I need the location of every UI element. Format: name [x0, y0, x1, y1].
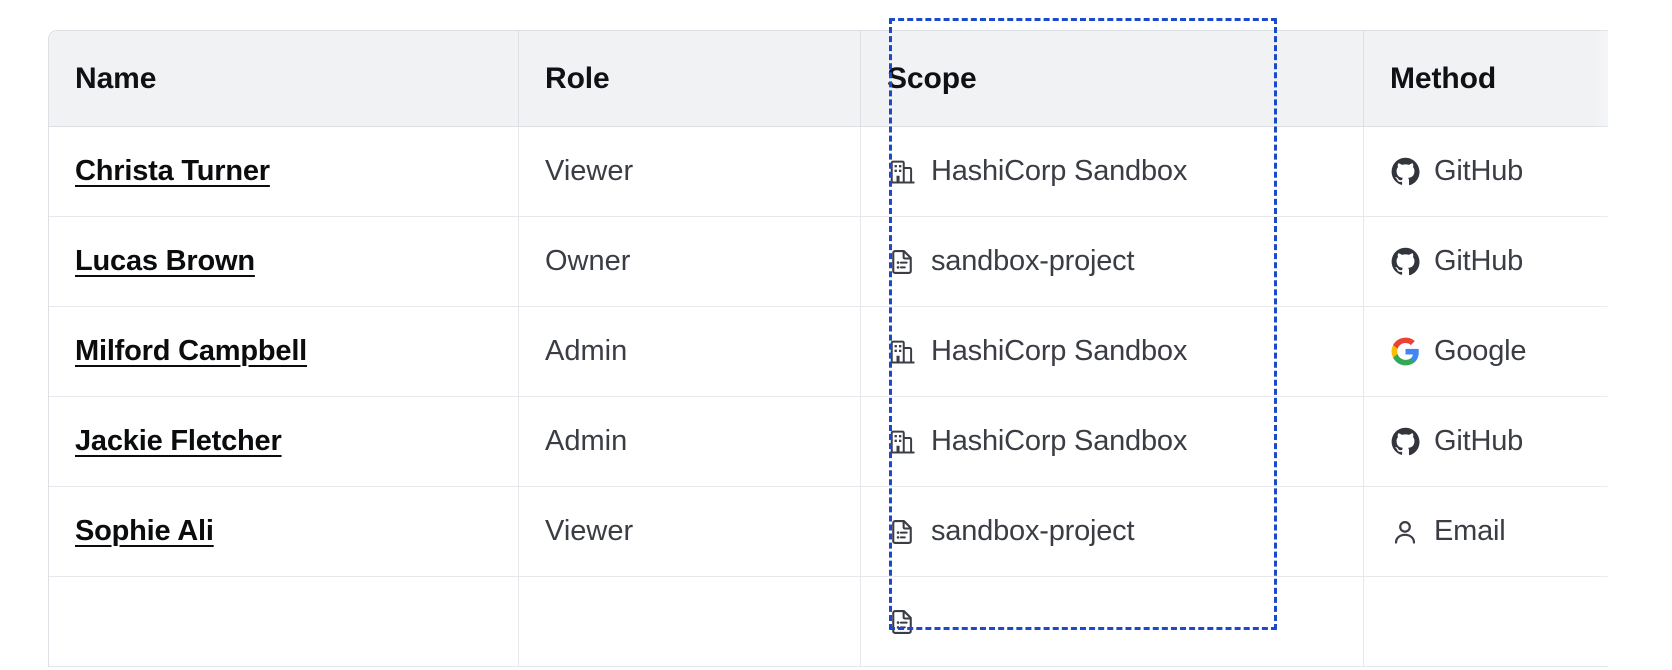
project-document-icon: [887, 517, 917, 547]
method-icon: [1390, 607, 1420, 637]
column-header-scope[interactable]: Scope: [861, 31, 1364, 127]
cell-method: Email: [1364, 487, 1608, 577]
column-header-name[interactable]: Name: [49, 31, 519, 127]
table-row[interactable]: Jackie Fletcher Admin HashiCorp Sandbox Git…: [49, 397, 1608, 487]
scope-label: sandbox-project: [931, 515, 1135, 547]
scope-label: HashiCorp Sandbox: [931, 335, 1188, 367]
cell-method: [1364, 577, 1608, 667]
project-document-icon: [887, 607, 917, 637]
person-name-link[interactable]: Christa Turner: [75, 155, 270, 187]
google-icon: [1390, 337, 1420, 367]
cell-role: Viewer: [519, 487, 861, 577]
cell-name: Milford Campbell: [49, 307, 519, 397]
method-label: GitHub: [1434, 245, 1524, 277]
person-name-link[interactable]: Sophie Ali: [75, 515, 214, 547]
github-icon: [1390, 247, 1420, 277]
method-value: GitHub: [1390, 155, 1608, 188]
github-icon: [1390, 157, 1420, 187]
cell-role: Admin: [519, 307, 861, 397]
cell-method: GitHub: [1364, 217, 1608, 307]
github-icon: [1390, 427, 1420, 457]
method-value: GitHub: [1390, 425, 1608, 458]
cell-role: Viewer: [519, 127, 861, 217]
scope-label: HashiCorp Sandbox: [931, 425, 1188, 457]
table-row[interactable]: [49, 577, 1608, 667]
table-row[interactable]: Sophie Ali Viewer sandbox-project Email: [49, 487, 1608, 577]
scope-label: sandbox-project: [931, 245, 1135, 277]
method-label: GitHub: [1434, 425, 1524, 457]
cell-method: GitHub: [1364, 127, 1608, 217]
cell-name: Christa Turner: [49, 127, 519, 217]
scope-value: sandbox-project: [887, 515, 1363, 548]
cell-role: Admin: [519, 397, 861, 487]
organization-icon: [887, 157, 917, 187]
cell-method: Google: [1364, 307, 1608, 397]
column-header-role[interactable]: Role: [519, 31, 861, 127]
table-header: Name Role Scope Method: [49, 31, 1608, 127]
method-label: Google: [1434, 335, 1527, 367]
cell-name: Lucas Brown: [49, 217, 519, 307]
person-name-link[interactable]: Lucas Brown: [75, 245, 255, 277]
scope-value: [887, 607, 1363, 637]
cell-scope: [861, 577, 1364, 667]
cell-name: Jackie Fletcher: [49, 397, 519, 487]
user-icon: [1390, 517, 1420, 547]
cell-scope: sandbox-project: [861, 487, 1364, 577]
project-document-icon: [887, 247, 917, 277]
method-value: Google: [1390, 335, 1608, 368]
table-row[interactable]: Christa Turner Viewer HashiCorp Sandbox Git…: [49, 127, 1608, 217]
method-value: GitHub: [1390, 245, 1608, 278]
cell-role: Owner: [519, 217, 861, 307]
cell-scope: sandbox-project: [861, 217, 1364, 307]
method-label: Email: [1434, 515, 1506, 547]
person-name-link[interactable]: Milford Campbell: [75, 335, 308, 367]
method-value: [1390, 607, 1608, 637]
cell-role: [519, 577, 861, 667]
scope-label: HashiCorp Sandbox: [931, 155, 1188, 187]
cell-name: Sophie Ali: [49, 487, 519, 577]
method-value: Email: [1390, 515, 1608, 548]
cell-name: [49, 577, 519, 667]
scope-value: sandbox-project: [887, 245, 1363, 278]
table-row[interactable]: Milford Campbell Admin HashiCorp Sandbox Go…: [49, 307, 1608, 397]
scope-value: HashiCorp Sandbox: [887, 425, 1363, 458]
organization-icon: [887, 337, 917, 367]
cell-scope: HashiCorp Sandbox: [861, 307, 1364, 397]
cell-scope: HashiCorp Sandbox: [861, 127, 1364, 217]
table-header-row: Name Role Scope Method: [49, 31, 1608, 127]
organization-icon: [887, 427, 917, 457]
scope-value: HashiCorp Sandbox: [887, 335, 1363, 368]
cell-scope: HashiCorp Sandbox: [861, 397, 1364, 487]
table-row[interactable]: Lucas Brown Owner sandbox-project GitHub: [49, 217, 1608, 307]
person-name-link[interactable]: Jackie Fletcher: [75, 425, 282, 457]
scope-value: HashiCorp Sandbox: [887, 155, 1363, 188]
cell-method: GitHub: [1364, 397, 1608, 487]
method-label: GitHub: [1434, 155, 1524, 187]
column-header-method[interactable]: Method: [1364, 31, 1608, 127]
